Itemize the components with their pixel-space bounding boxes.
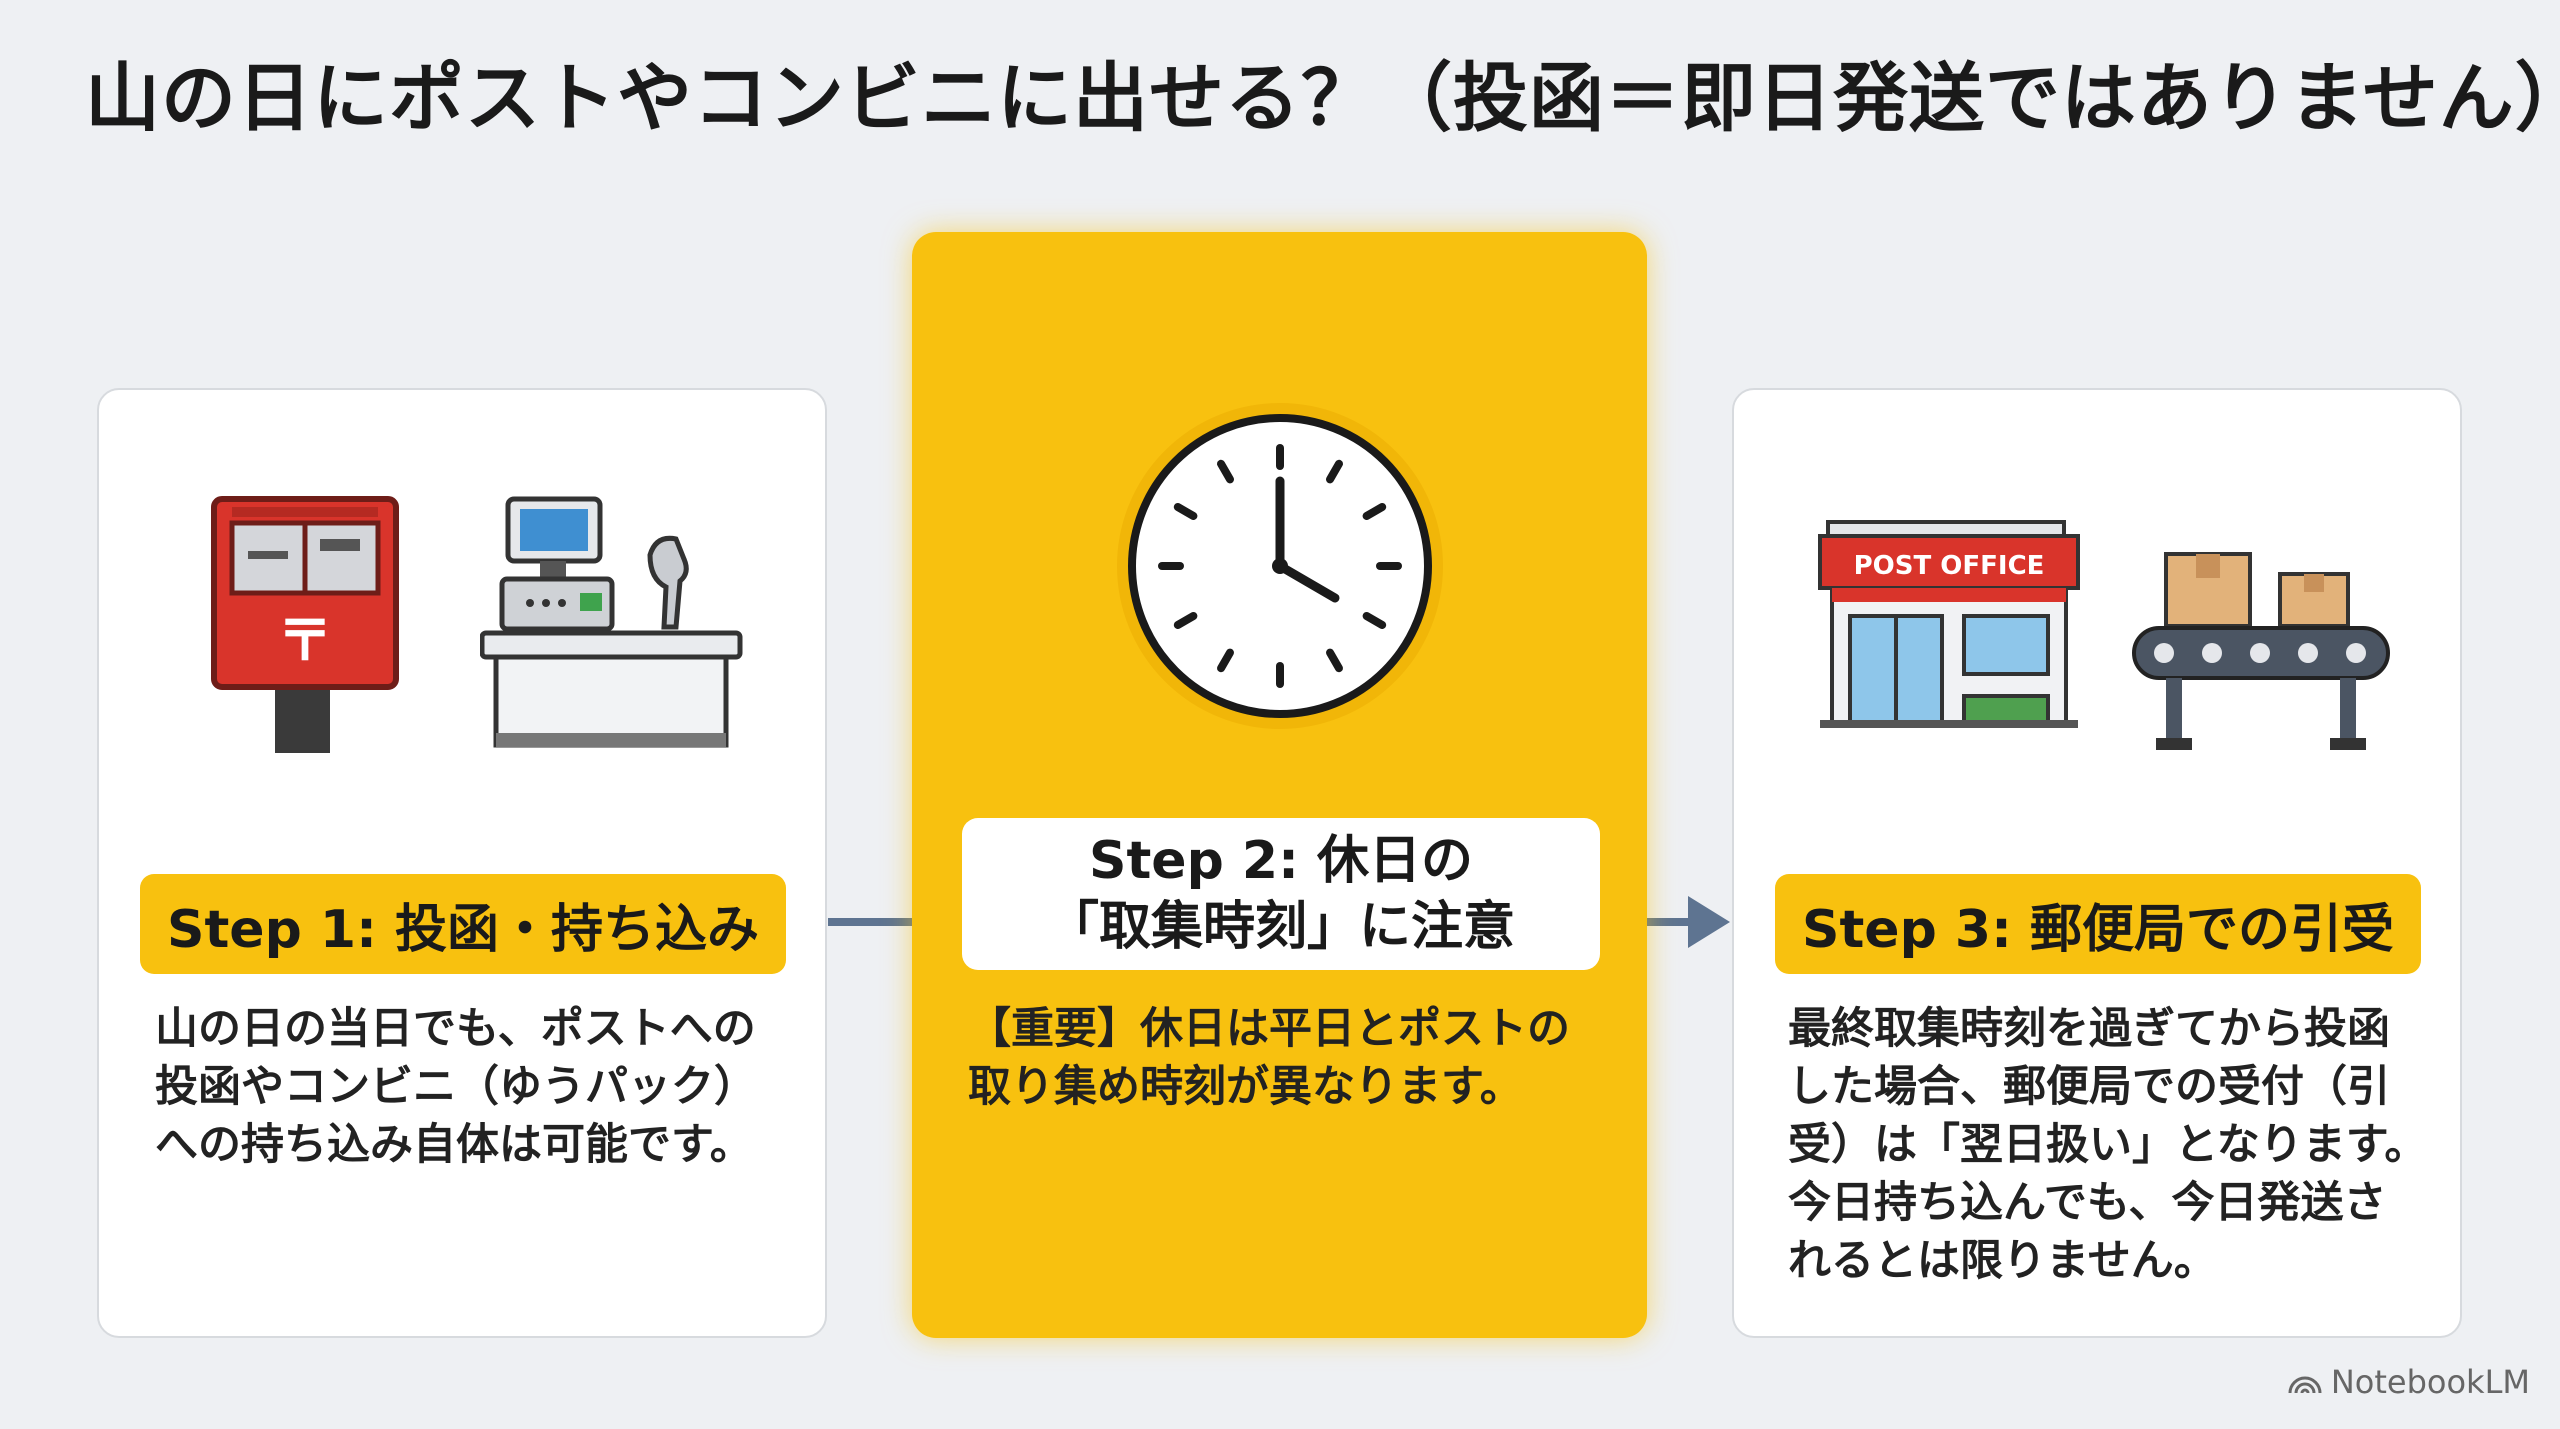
page-title: 山の日にポストやコンビニに出せる？（投函＝即日発送ではありません）	[85, 54, 2560, 142]
clock-tick	[1326, 648, 1343, 673]
clock-tick	[1217, 459, 1234, 484]
cash-register-icon	[480, 496, 743, 748]
postbox-mark: 〒	[277, 609, 333, 674]
clock-tick	[1326, 459, 1343, 484]
step3-description: 最終取集時刻を過ぎてから投函 した場合、郵便局での受付（引 受）は「翌日扱い」と…	[1788, 1004, 2428, 1286]
post-office-icon: POST OFFICE	[1818, 520, 2080, 728]
flow-arrow-left	[828, 918, 962, 926]
watermark: NotebookLM	[2287, 1363, 2530, 1401]
postbox-icon: 〒	[211, 496, 399, 753]
clock-tick	[1362, 503, 1387, 520]
step2-label-line1: Step 2: 休日の	[1089, 831, 1473, 891]
clock-tick	[1173, 612, 1198, 629]
post-office-sign: POST OFFICE	[1854, 551, 2045, 581]
clock-tick	[1362, 612, 1387, 629]
step1-label: Step 1: 投函・持ち込み	[140, 874, 786, 974]
notebooklm-logo-icon	[2288, 1376, 2322, 1394]
clock-icon	[1117, 403, 1443, 729]
step2-description: 【重要】休日は平日とポストの 取り集め時刻が異なります。	[968, 1004, 1570, 1112]
clock-tick	[1217, 648, 1234, 673]
step3-label: Step 3: 郵便局での引受	[1775, 874, 2421, 974]
watermark-text: NotebookLM	[2330, 1363, 2530, 1401]
step1-description: 山の日の当日でも、ポストへの 投函やコンビニ（ゆうパック） への持ち込み自体は可…	[155, 1004, 757, 1170]
step2-card	[912, 232, 1647, 1338]
arrow-head-icon	[1688, 896, 1730, 948]
clock-tick	[1173, 503, 1198, 520]
step2-label: Step 2: 休日の 「取集時刻」に注意	[962, 818, 1600, 970]
step2-label-line2: 「取集時刻」に注意	[1046, 897, 1515, 957]
conveyor-belt-icon	[2132, 552, 2390, 750]
